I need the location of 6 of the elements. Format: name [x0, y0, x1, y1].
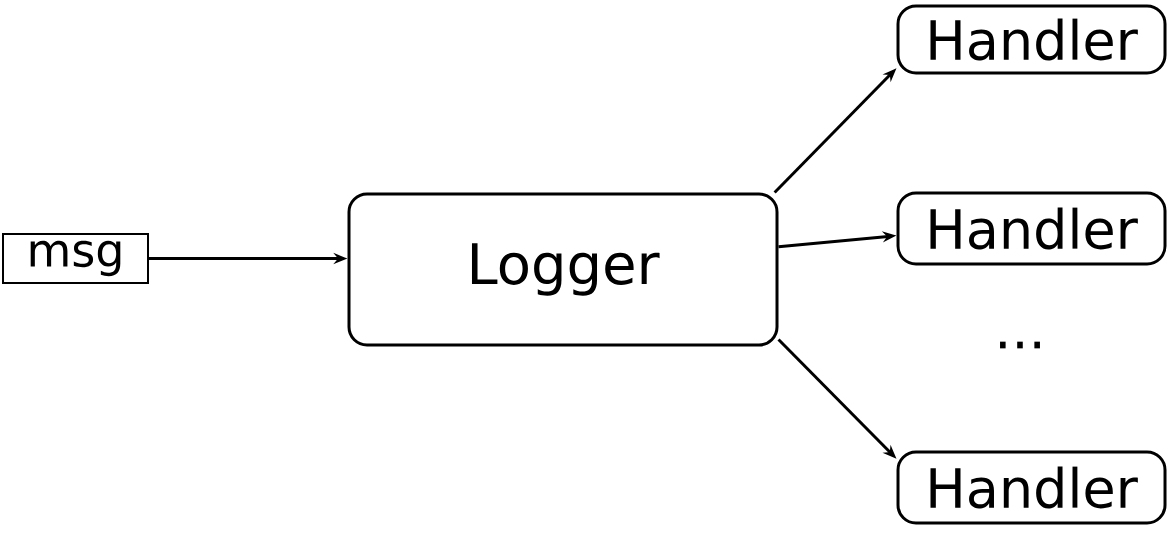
ellipsis-label: ...	[1000, 341, 1040, 349]
process-box: Logger	[347, 192, 779, 347]
process-box: Handler	[896, 4, 1167, 75]
process-box: Handler	[896, 450, 1167, 525]
message-box: msg	[2, 233, 149, 284]
process-box: Handler	[896, 191, 1167, 266]
